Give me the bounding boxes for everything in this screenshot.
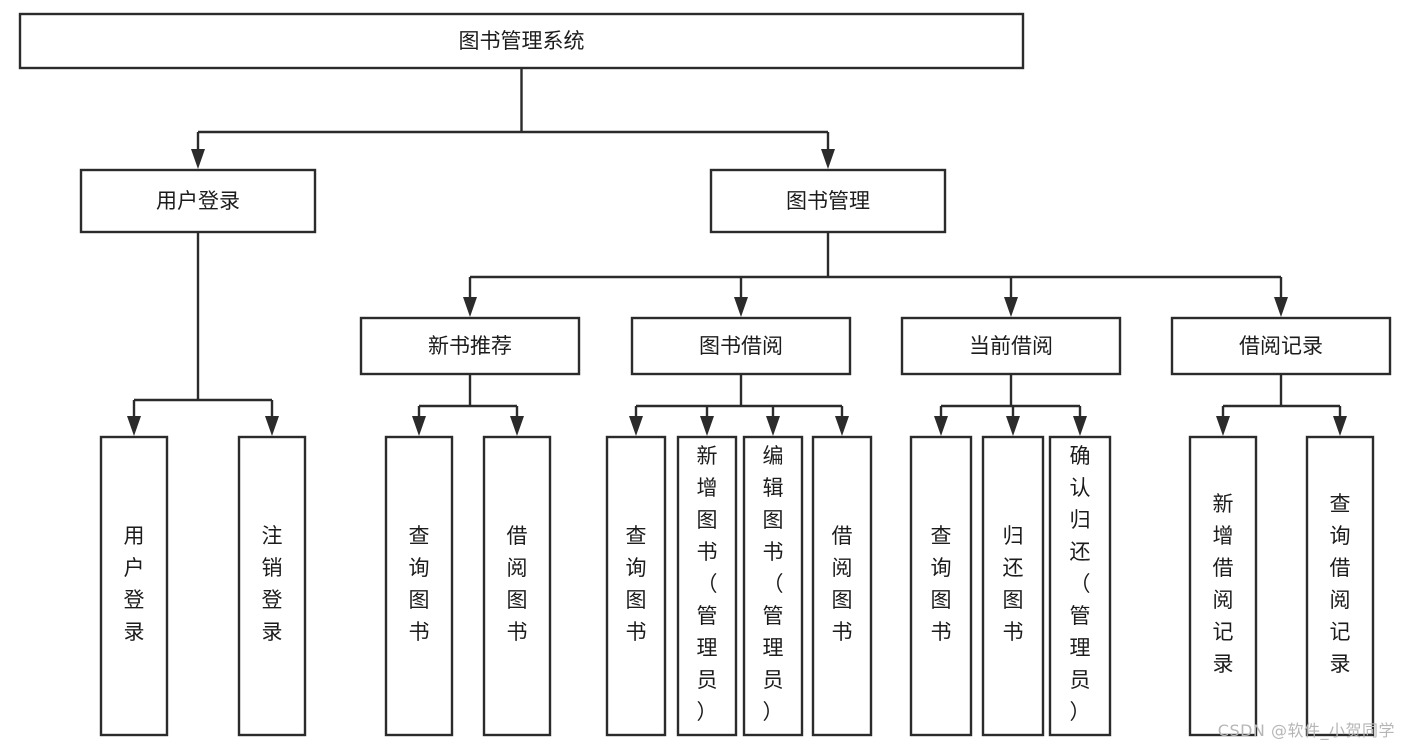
node-label-new-book-recommend: 新书推荐 <box>428 334 512 358</box>
node-current-borrow[interactable]: 当前借阅 <box>900 316 1122 376</box>
node-label-book-borrow: 图书借阅 <box>699 334 783 358</box>
node-leaf-query-book-current[interactable]: 查询图书 <box>909 435 973 737</box>
node-label-leaf-logout: 注销登录 <box>262 524 283 644</box>
node-leaf-logout[interactable]: 注销登录 <box>237 435 307 737</box>
node-leaf-user-login[interactable]: 用户登录 <box>99 435 169 737</box>
node-box-leaf-query-book-recommend <box>384 435 454 737</box>
node-label-current-borrow: 当前借阅 <box>969 334 1053 358</box>
node-root[interactable]: 图书管理系统 <box>18 12 1025 70</box>
connector-layer <box>127 68 1347 436</box>
node-label-user-login: 用户登录 <box>156 189 240 213</box>
arrow-head-icon <box>510 416 524 436</box>
node-box-book-manage <box>709 168 947 234</box>
node-layer: 图书管理系统用户登录图书管理新书推荐图书借阅当前借阅借阅记录用户登录注销登录查询… <box>18 12 1392 737</box>
edge-group-borrow-record <box>1216 374 1347 436</box>
node-label-leaf-confirm-return-admin: 确认归还（管理员） <box>1070 444 1091 724</box>
node-box-leaf-borrow-book-recommend <box>482 435 552 737</box>
arrow-head-icon <box>412 416 426 436</box>
node-leaf-return-book[interactable]: 归还图书 <box>981 435 1045 737</box>
node-box-new-book-recommend <box>359 316 581 376</box>
arrow-head-icon <box>265 416 279 436</box>
node-label-leaf-query-book-recommend: 查询图书 <box>409 524 430 644</box>
arrow-head-icon <box>700 416 714 436</box>
node-box-leaf-user-login <box>99 435 169 737</box>
arrow-head-icon <box>835 416 849 436</box>
arrow-head-icon <box>463 297 477 317</box>
node-label-book-manage: 图书管理 <box>786 189 870 213</box>
arrow-head-icon <box>1006 416 1020 436</box>
arrow-head-icon <box>734 297 748 317</box>
arrow-head-icon <box>1216 416 1230 436</box>
node-box-root <box>18 12 1025 70</box>
node-box-leaf-add-book-admin <box>676 435 738 737</box>
arrow-head-icon <box>127 416 141 436</box>
edge-group-user-login <box>127 232 279 436</box>
node-box-user-login <box>79 168 317 234</box>
node-label-leaf-return-book: 归还图书 <box>1003 524 1024 644</box>
node-leaf-confirm-return-admin[interactable]: 确认归还（管理员） <box>1048 435 1112 737</box>
node-label-root: 图书管理系统 <box>459 29 585 53</box>
edge-group-current-borrow <box>934 374 1087 436</box>
node-label-leaf-edit-book-admin: 编辑图书（管理员） <box>763 444 784 724</box>
node-leaf-query-book-borrow[interactable]: 查询图书 <box>605 435 667 737</box>
node-label-leaf-add-book-admin: 新增图书（管理员） <box>697 444 718 724</box>
node-box-leaf-logout <box>237 435 307 737</box>
node-box-current-borrow <box>900 316 1122 376</box>
node-box-borrow-record <box>1170 316 1392 376</box>
arrow-head-icon <box>1004 297 1018 317</box>
node-borrow-record[interactable]: 借阅记录 <box>1170 316 1392 376</box>
node-leaf-edit-book-admin[interactable]: 编辑图书（管理员） <box>742 435 804 737</box>
node-label-leaf-borrow-book: 借阅图书 <box>832 524 853 644</box>
node-leaf-borrow-book[interactable]: 借阅图书 <box>811 435 873 737</box>
node-label-leaf-borrow-book-recommend: 借阅图书 <box>507 524 528 644</box>
edge-group-book-borrow <box>629 374 849 436</box>
edge-group-book-manage <box>463 232 1288 317</box>
node-box-leaf-query-borrow-record <box>1305 435 1375 737</box>
node-box-leaf-query-book-borrow <box>605 435 667 737</box>
node-label-leaf-query-book-borrow: 查询图书 <box>626 524 647 644</box>
node-leaf-add-book-admin[interactable]: 新增图书（管理员） <box>676 435 738 737</box>
node-box-leaf-return-book <box>981 435 1045 737</box>
node-new-book-recommend[interactable]: 新书推荐 <box>359 316 581 376</box>
node-book-manage[interactable]: 图书管理 <box>709 168 947 234</box>
arrow-head-icon <box>191 149 205 169</box>
edge-group-root <box>191 68 835 169</box>
node-label-borrow-record: 借阅记录 <box>1239 334 1323 358</box>
arrow-head-icon <box>1274 297 1288 317</box>
node-leaf-query-book-recommend[interactable]: 查询图书 <box>384 435 454 737</box>
node-leaf-borrow-book-recommend[interactable]: 借阅图书 <box>482 435 552 737</box>
arrow-head-icon <box>934 416 948 436</box>
node-box-leaf-confirm-return-admin <box>1048 435 1112 737</box>
arrow-head-icon <box>1333 416 1347 436</box>
node-book-borrow[interactable]: 图书借阅 <box>630 316 852 376</box>
node-leaf-add-borrow-record[interactable]: 新增借阅记录 <box>1188 435 1258 737</box>
node-box-leaf-edit-book-admin <box>742 435 804 737</box>
node-box-book-borrow <box>630 316 852 376</box>
node-box-leaf-add-borrow-record <box>1188 435 1258 737</box>
arrow-head-icon <box>766 416 780 436</box>
node-user-login[interactable]: 用户登录 <box>79 168 317 234</box>
edge-group-new-book-recommend <box>412 374 524 436</box>
node-leaf-query-borrow-record[interactable]: 查询借阅记录 <box>1305 435 1375 737</box>
node-box-leaf-borrow-book <box>811 435 873 737</box>
node-label-leaf-user-login: 用户登录 <box>124 524 145 644</box>
node-box-leaf-query-book-current <box>909 435 973 737</box>
node-label-leaf-add-borrow-record: 新增借阅记录 <box>1213 492 1234 676</box>
node-label-leaf-query-borrow-record: 查询借阅记录 <box>1330 492 1351 676</box>
arrow-head-icon <box>629 416 643 436</box>
node-label-leaf-query-book-current: 查询图书 <box>931 524 952 644</box>
arrow-head-icon <box>1073 416 1087 436</box>
arrow-head-icon <box>821 149 835 169</box>
